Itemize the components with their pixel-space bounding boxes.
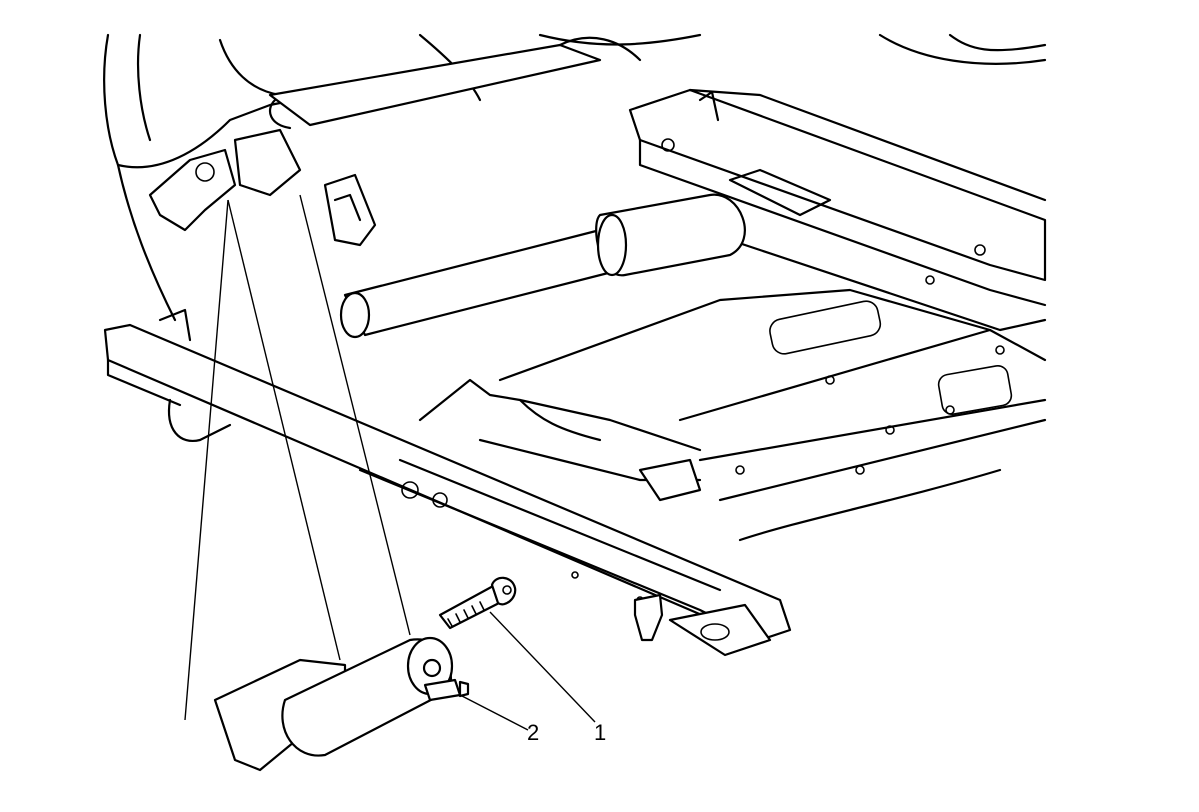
callout-label-1: 1 bbox=[594, 720, 606, 745]
alignment-lines bbox=[184, 194, 411, 721]
actuator-linkage bbox=[418, 378, 702, 502]
actuator-motor bbox=[213, 636, 470, 772]
left-seat-track bbox=[103, 308, 792, 657]
floor-pan bbox=[498, 228, 1047, 542]
right-seat-track bbox=[628, 88, 1047, 307]
callout-label-2: 2 bbox=[527, 720, 539, 745]
lower-cross-tube bbox=[339, 193, 746, 339]
seat-bracket bbox=[148, 128, 377, 247]
callout-leaders bbox=[461, 611, 596, 731]
upper-cross-tube bbox=[268, 36, 642, 130]
bolt bbox=[438, 576, 517, 630]
